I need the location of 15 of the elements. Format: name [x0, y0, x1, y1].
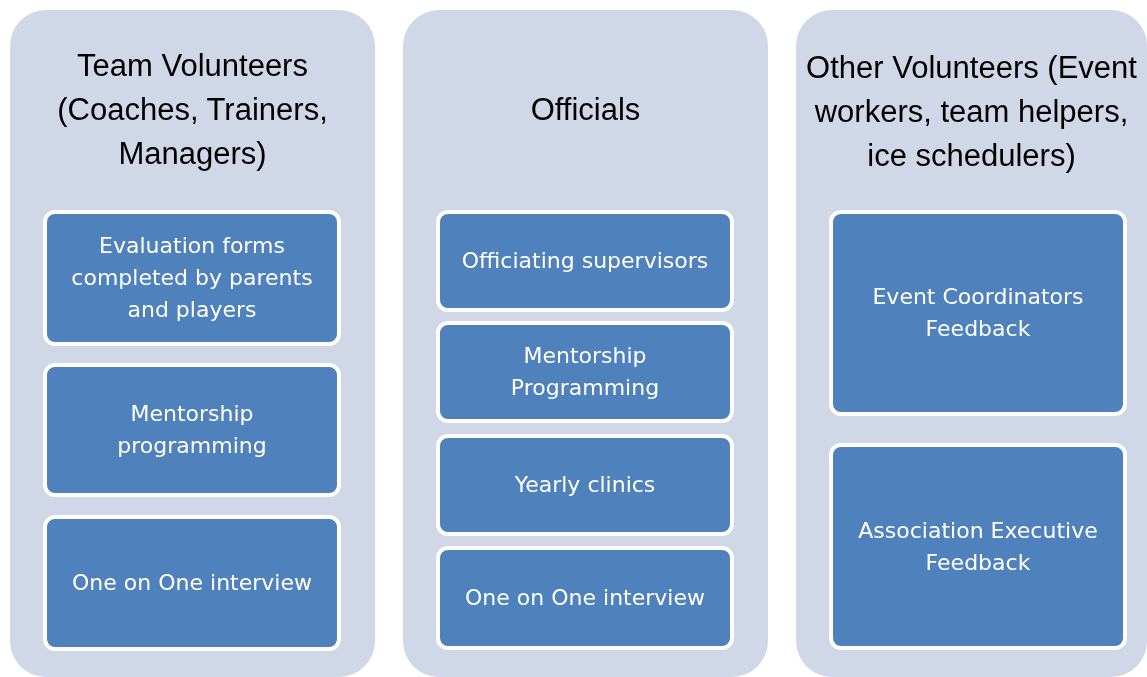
item-box: Association Executive Feedback [829, 443, 1127, 650]
panel-heading: Team Volunteers (Coaches, Trainers, Managers) [56, 47, 329, 173]
item-box: One on One interview [436, 546, 734, 650]
group-panel [10, 10, 375, 677]
panel-heading: Officials [529, 91, 642, 129]
item-box: Yearly clinics [436, 434, 734, 536]
item-box: Evaluation forms completed by parents and players [43, 210, 341, 346]
group-panel [796, 10, 1147, 677]
group-panel [403, 10, 768, 677]
item-box: One on One interview [43, 515, 341, 651]
item-box: Officiating supervisors [436, 210, 734, 312]
item-box: Mentorship programming [43, 363, 341, 497]
item-box: Event Coordinators Feedback [829, 210, 1127, 416]
panel-heading: Other Volunteers (Event workers, team helpers, ice schedulers) [805, 49, 1138, 175]
item-box: Mentorship Programming [436, 321, 734, 423]
